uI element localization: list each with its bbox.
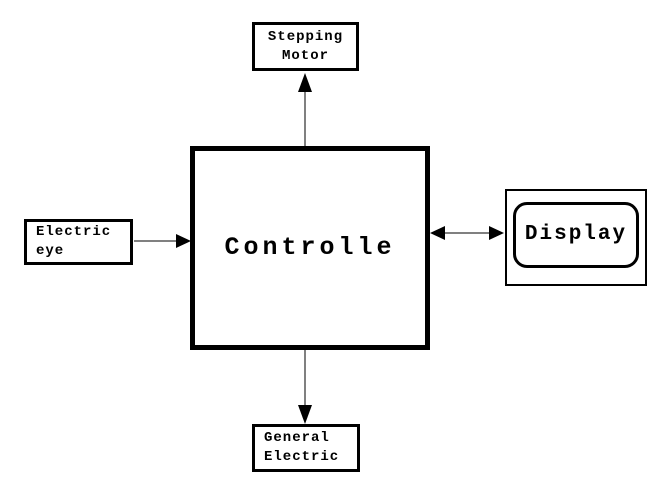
controller-label: Controlle <box>224 233 396 263</box>
stepping-motor-box: Stepping Motor <box>252 22 359 71</box>
arrow-display-stem <box>441 232 494 234</box>
arrow-up-stem <box>304 91 306 146</box>
arrow-display-left-head-icon <box>430 226 445 240</box>
general-electric-label-line2: Electric <box>264 449 340 465</box>
display-outer-box: Display <box>505 189 647 286</box>
electric-eye-box: Electric eye <box>24 219 133 265</box>
electric-eye-label-line1: Electric <box>36 224 112 241</box>
arrow-display-right-head-icon <box>489 226 504 240</box>
arrow-down-head-icon <box>298 405 312 424</box>
stepping-motor-label-line1: Stepping <box>267 28 344 45</box>
display-inner-box: Display <box>513 202 639 268</box>
arrow-eye-head-icon <box>176 234 191 248</box>
general-electric-label-line1: General <box>264 430 330 447</box>
stepping-motor-label-line2: Motor <box>281 47 329 64</box>
controller-box: Controlle <box>190 146 430 350</box>
arrow-down-stem <box>304 350 306 407</box>
display-label: Display <box>524 222 628 246</box>
arrow-eye-stem <box>134 240 179 242</box>
arrow-up-head-icon <box>298 73 312 92</box>
general-electric-box: General Electric <box>252 424 360 472</box>
electric-eye-label-line2: eye <box>36 243 65 259</box>
